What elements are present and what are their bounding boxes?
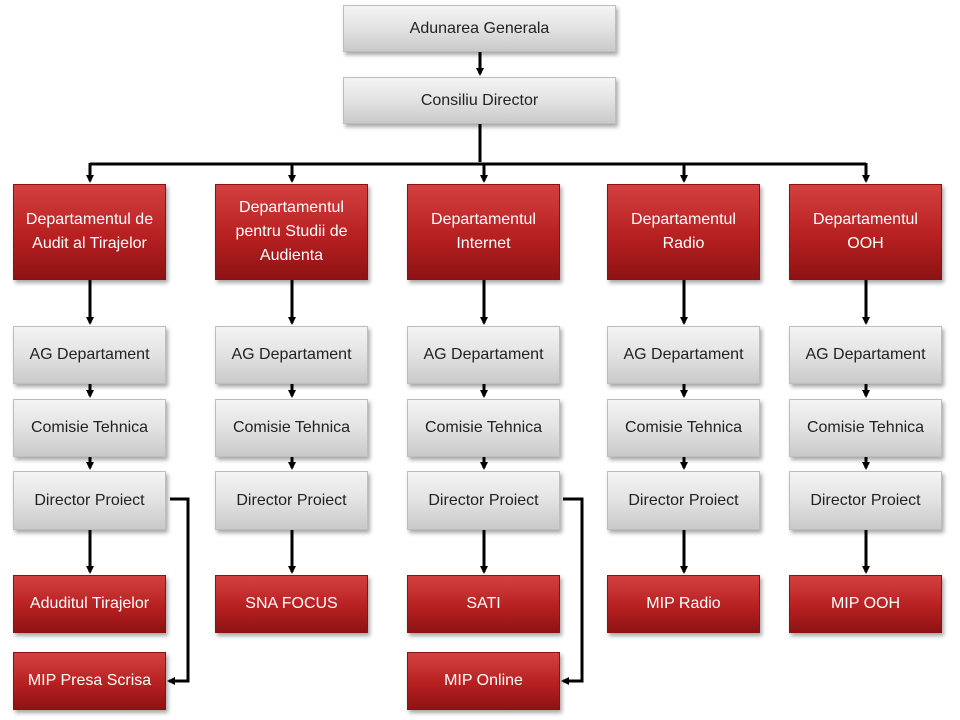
- department-box: Departamentul Internet: [407, 184, 560, 280]
- connector-arrow: [167, 497, 190, 685]
- project-director-box: Director Proiect: [407, 471, 560, 530]
- board-of-directors-box: Consiliu Director: [343, 77, 616, 124]
- technical-commission-box: Comisie Tehnica: [789, 399, 942, 457]
- project-director-box: Director Proiect: [607, 471, 760, 530]
- ag-departament-box: AG Departament: [215, 326, 368, 384]
- department-box: Departamentul pentru Studii de Audienta: [215, 184, 368, 280]
- ag-departament-box: AG Departament: [607, 326, 760, 384]
- project-director-box: Director Proiect: [789, 471, 942, 530]
- output-box: MIP Online: [407, 652, 560, 710]
- output-box: SNA FOCUS: [215, 575, 368, 633]
- department-box: Departamentul Radio: [607, 184, 760, 280]
- output-box: MIP OOH: [789, 575, 942, 633]
- output-box: Aduditul Tirajelor: [13, 575, 166, 633]
- output-box: SATI: [407, 575, 560, 633]
- technical-commission-box: Comisie Tehnica: [215, 399, 368, 457]
- department-box: Departamentul de Audit al Tirajelor: [13, 184, 166, 280]
- project-director-box: Director Proiect: [13, 471, 166, 530]
- ag-departament-box: AG Departament: [407, 326, 560, 384]
- general-assembly-box: Adunarea Generala: [343, 5, 616, 52]
- connector-arrow: [561, 497, 584, 685]
- output-box: MIP Radio: [607, 575, 760, 633]
- project-director-box: Director Proiect: [215, 471, 368, 530]
- technical-commission-box: Comisie Tehnica: [407, 399, 560, 457]
- ag-departament-box: AG Departament: [789, 326, 942, 384]
- output-box: MIP Presa Scrisa: [13, 652, 166, 710]
- ag-departament-box: AG Departament: [13, 326, 166, 384]
- technical-commission-box: Comisie Tehnica: [13, 399, 166, 457]
- department-box: Departamentul OOH: [789, 184, 942, 280]
- technical-commission-box: Comisie Tehnica: [607, 399, 760, 457]
